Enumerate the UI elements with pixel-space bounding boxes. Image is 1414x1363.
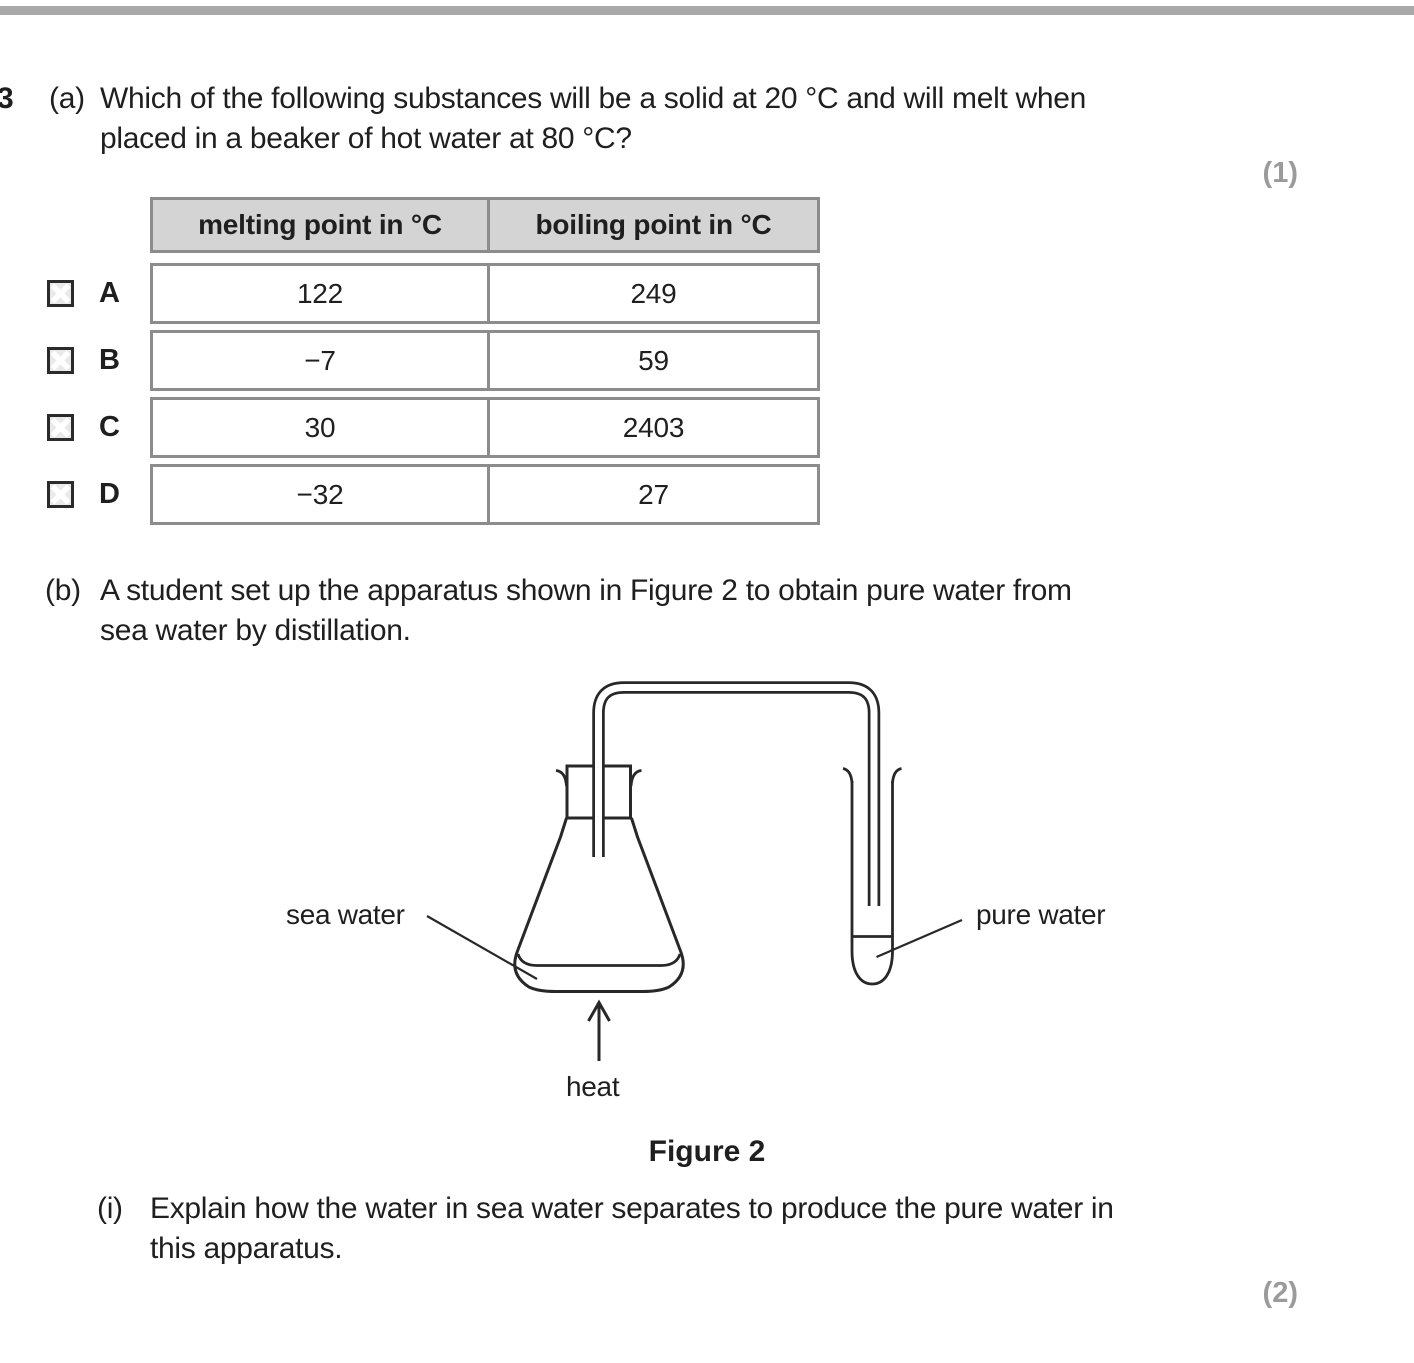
part-a-marks: (1) [1262,157,1298,189]
cell-melting-b: −7 [153,333,490,388]
test-tube-rim-right [891,767,902,784]
table-row-d: −32 27 [150,464,820,525]
checkbox-x-icon [50,283,71,304]
table-header-row: melting point in °C boiling point in °C [150,197,820,253]
part-b-text-line1: A student set up the apparatus shown in … [100,574,1072,607]
figure-caption: Figure 2 [648,1135,766,1168]
option-letter-c: C [99,411,120,443]
checkbox-x-icon [50,417,71,438]
option-letter-b: B [99,344,120,376]
checkbox-x-icon [50,484,71,505]
table-row-a: 122 249 [150,263,820,324]
cell-boiling-c: 2403 [622,412,685,443]
answer-checkbox-b[interactable] [47,347,74,374]
part-a-text-line1: Which of the following substances will b… [100,82,1087,115]
table-row-b: −7 59 [150,330,820,391]
cell-melting-c: 30 [153,400,490,455]
part-b-text-line2: sea water by distillation. [100,614,411,647]
part-i-marks: (2) [1262,1277,1298,1309]
flask-rim-left [555,769,568,787]
option-c: C [47,411,131,443]
distillation-apparatus-figure [426,681,963,1061]
part-i-text-line1: Explain how the water in sea water separ… [150,1192,1114,1225]
pure-water-label: pure water [976,899,1106,930]
answer-checkbox-c[interactable] [47,414,74,441]
option-letter-a: A [99,277,120,309]
heat-arrow-head [587,999,611,1022]
checkbox-x-icon [50,350,71,371]
answer-checkbox-d[interactable] [47,481,74,508]
option-d: D [47,478,131,510]
delivery-tube-bore [595,684,878,906]
test-tube-rim-left [842,767,854,784]
sea-water-label: sea water [286,899,405,930]
table-header-melting: melting point in °C [153,200,490,250]
cell-melting-d: −32 [153,467,490,522]
sea-water-leader-line [426,915,538,980]
part-a-text-line2: placed in a beaker of hot water at 80 °C… [100,122,632,155]
question-number: 3 [0,82,14,115]
melting-boiling-table: melting point in °C boiling point in °C … [150,197,820,525]
part-a-label: (a) [49,82,85,115]
heat-label: heat [566,1071,620,1102]
option-letter-d: D [99,478,120,510]
part-b-label: (b) [45,574,81,607]
test-tube-outline [850,781,894,986]
option-b: B [47,344,131,376]
cell-boiling-a: 249 [630,278,677,309]
pure-water-leader-line [876,918,963,959]
flask-outline [513,817,685,993]
part-i-text-line2: this apparatus. [150,1232,343,1265]
cell-boiling-b: 59 [638,345,669,376]
flask-liquid-level-line [516,953,682,967]
table-row-c: 30 2403 [150,397,820,458]
option-a: A [47,277,131,309]
page-top-divider [0,6,1414,15]
cell-melting-a: 122 [153,266,490,321]
answer-checkbox-a[interactable] [47,280,74,307]
table-header-boiling: boiling point in °C [535,209,772,240]
cell-boiling-d: 27 [638,479,669,510]
part-i-label: (i) [97,1192,123,1225]
flask-rim-right [629,769,642,787]
